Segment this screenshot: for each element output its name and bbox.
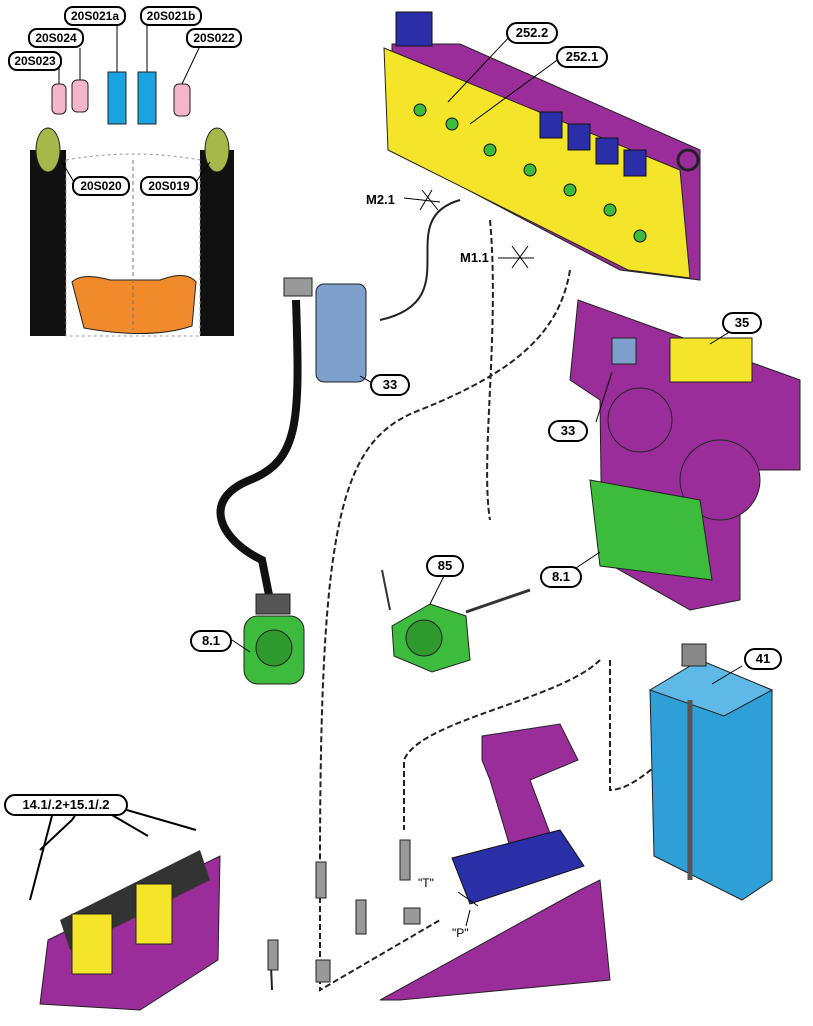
joystick-buttons [51,22,201,125]
gearbox-assembly [569,299,801,611]
callout-20S021a: 20S021a [64,6,126,26]
callout-33-gearbox: 33 [548,420,588,442]
main-control-valve [383,11,701,281]
callout-14-15: 14.1/.2+15.1/.2 [4,794,128,816]
pump-85 [381,569,531,673]
hydraulic-lines [216,199,701,992]
left-pump [231,593,305,685]
return-filter [283,277,375,385]
bottom-control-valve [379,723,611,1001]
callout-20S019: 20S019 [140,176,198,196]
callout-20S020: 20S020 [72,176,130,196]
callout-20S024: 20S024 [28,28,84,48]
operator-seat [30,127,234,337]
hydraulic-tank [648,643,774,901]
callout-35: 35 [722,312,762,334]
callout-20S023: 20S023 [8,51,62,71]
callout-252-2: 252.2 [506,22,558,44]
bottom-left-valve-group [29,807,221,1011]
label-m2-1: M2.1 [366,192,395,207]
callout-85: 85 [426,555,464,577]
port-p-label: "P" [452,926,469,940]
callout-20S022: 20S022 [186,28,242,48]
label-m1-1: M1.1 [460,250,489,265]
callout-252-1: 252.1 [556,46,608,68]
callout-8-1-right: 8.1 [540,566,582,588]
callout-8-1-left: 8.1 [190,630,232,652]
callout-20S021b: 20S021b [140,6,202,26]
hose-fittings [267,839,421,983]
port-t-label: "T" [418,876,434,890]
callout-33-filter: 33 [370,374,410,396]
callout-41: 41 [744,648,782,670]
